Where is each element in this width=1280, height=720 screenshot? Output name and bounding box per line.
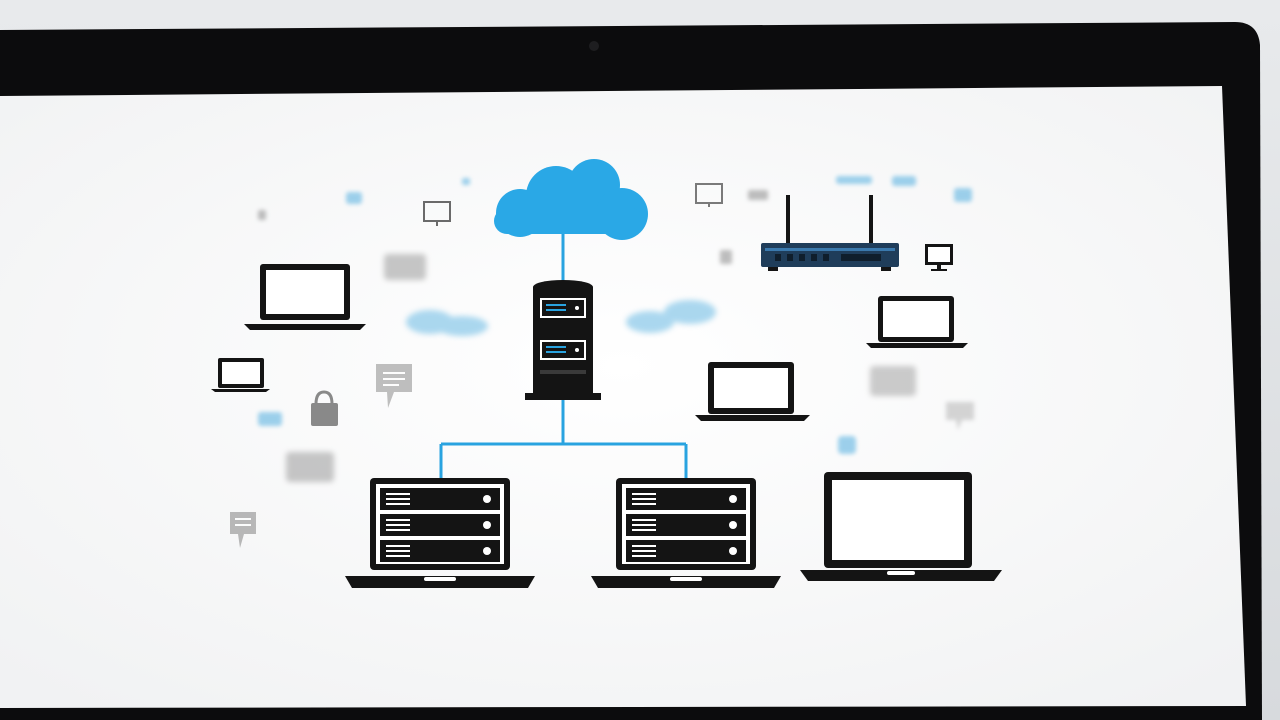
chat-bubble-icon bbox=[376, 364, 412, 408]
laptop-icon bbox=[800, 472, 1002, 581]
faded-server-icon bbox=[870, 366, 916, 396]
monitor-icon bbox=[423, 201, 451, 226]
monitor-icon bbox=[695, 183, 723, 207]
laptop-icon bbox=[244, 264, 366, 330]
monitor-icon bbox=[925, 244, 953, 271]
faded-gray-fleck bbox=[258, 190, 768, 264]
faded-blue-fleck bbox=[258, 176, 972, 454]
chat-bubble-icon bbox=[946, 402, 974, 430]
laptop-icon bbox=[211, 358, 270, 392]
laptop-icon bbox=[695, 362, 810, 421]
router-icon bbox=[761, 195, 899, 271]
cloud-icon bbox=[494, 159, 648, 240]
lock-icon bbox=[311, 390, 338, 426]
webcam-icon bbox=[589, 41, 599, 51]
server-laptop-icon bbox=[591, 478, 781, 588]
server-rack-icon bbox=[525, 280, 601, 400]
faded-cloud-icon bbox=[626, 300, 716, 333]
faded-server-icon bbox=[384, 254, 426, 280]
monitor-screen bbox=[0, 86, 1246, 708]
laptop-icon bbox=[866, 296, 968, 348]
faded-server-icon bbox=[286, 452, 334, 482]
chat-bubble-icon bbox=[230, 512, 256, 548]
server-laptop-icon bbox=[345, 478, 535, 588]
faded-cloud-icon bbox=[406, 310, 488, 336]
decorative-blur-shapes bbox=[258, 176, 972, 482]
network-links bbox=[439, 232, 688, 480]
